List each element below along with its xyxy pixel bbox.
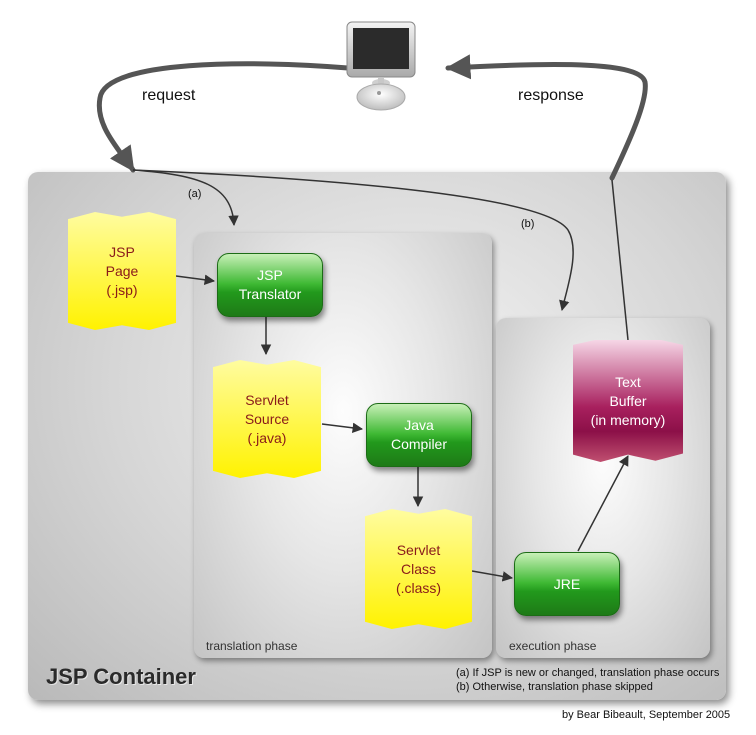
note-b: (b) Otherwise, translation phase skipped [456, 681, 653, 693]
response-arrow [445, 54, 648, 181]
path-a-arrow [132, 169, 239, 227]
jsp-translator-box: JSP Translator [217, 253, 323, 317]
response-label: response [518, 87, 584, 104]
path-b-label: (b) [521, 218, 535, 230]
translation-phase-label: translation phase [206, 639, 298, 653]
request-arrow [96, 61, 351, 173]
servlet-class-document: Servlet Class (.class) [365, 509, 472, 629]
java-compiler-box: Java Compiler [366, 403, 472, 467]
computer-icon [346, 21, 416, 111]
author-credit: by Bear Bibeault, September 2005 [562, 709, 731, 721]
jsp-page-document: JSP Page (.jsp) [68, 212, 176, 330]
arrow-class-to-jre [471, 570, 514, 582]
note-a: (a) If JSP is new or changed, translatio… [456, 667, 720, 679]
request-label: request [142, 87, 196, 104]
path-a-label: (a) [188, 188, 202, 200]
path-b-arrow [132, 169, 574, 312]
arrow-buffer-to-response [611, 179, 629, 341]
servlet-source-document: Servlet Source (.java) [213, 360, 321, 478]
arrow-page-to-translator [175, 274, 216, 285]
arrow-jre-to-buffer [577, 455, 629, 552]
text-buffer-document: Text Buffer (in memory) [573, 340, 683, 462]
jre-box: JRE [514, 552, 620, 616]
execution-phase-label: execution phase [509, 639, 597, 653]
arrow-source-to-compiler [321, 422, 364, 434]
container-title: JSP Container [46, 664, 196, 689]
